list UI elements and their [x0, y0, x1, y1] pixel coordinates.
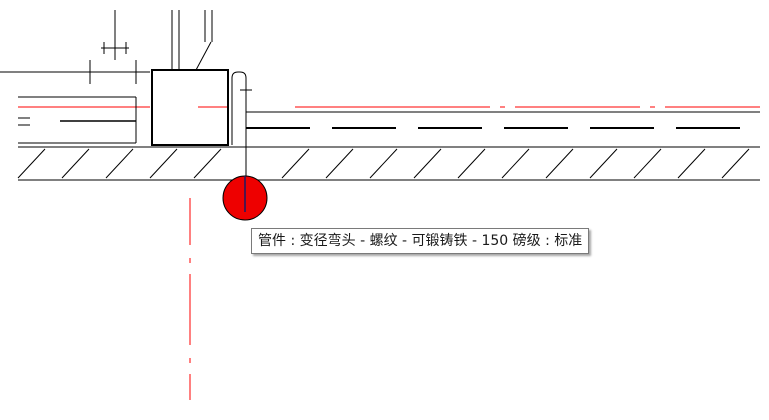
right-pipe-run: [246, 111, 760, 129]
elbow-fitting: [231, 71, 252, 196]
hatched-section: [17, 146, 760, 181]
pick-marker-icon[interactable]: [222, 175, 268, 221]
element-tooltip: 管件 : 变径弯头 - 螺纹 - 可锻铸铁 - 150 磅级 : 标准: [251, 228, 590, 254]
left-pipe-run: [0, 60, 150, 144]
fitting-box: [151, 69, 229, 146]
vertical-pipe-top: [101, 10, 213, 71]
